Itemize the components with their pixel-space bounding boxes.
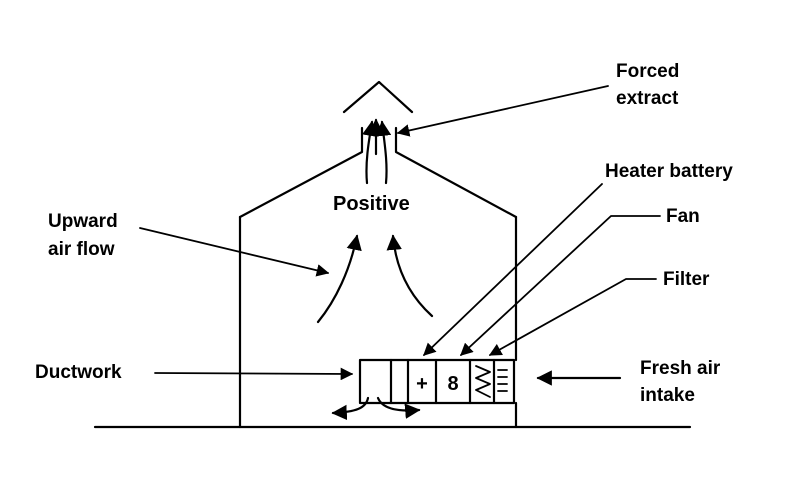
filter-symbol: [475, 365, 491, 398]
leader-filter: [488, 278, 657, 356]
leader-upward-air-flow: [139, 227, 330, 277]
building-outline: [238, 126, 518, 429]
air-handling-unit: + 8: [358, 358, 516, 405]
leader-forced-extract: [396, 85, 609, 137]
fan-symbol: 8: [447, 373, 458, 395]
label-ductwork: Ductwork: [35, 362, 122, 383]
roof-cowl: [342, 80, 414, 114]
leader-ductwork: [154, 367, 354, 381]
label-fresh-air-intake-line2: intake: [640, 385, 695, 406]
leader-fan: [460, 215, 661, 356]
label-filter: Filter: [663, 269, 710, 290]
leader-heater-battery: [423, 183, 603, 356]
intake-louvres: [497, 369, 508, 392]
label-upward-air-flow-line1: Upward: [48, 211, 118, 232]
upward-airflow-arrows: [316, 234, 434, 324]
label-heater-battery: Heater battery: [605, 161, 733, 182]
label-positive: Positive: [333, 193, 410, 215]
label-upward-air-flow-line2: air flow: [48, 239, 115, 260]
label-fan: Fan: [666, 206, 700, 227]
label-forced-extract-line1: Forced: [616, 61, 679, 82]
supply-outlet-arrows: [331, 396, 421, 421]
extract-airflow-arrows: [362, 118, 392, 185]
label-fresh-air-intake-line1: Fresh air: [640, 358, 721, 379]
label-forced-extract-line2: extract: [616, 88, 679, 109]
heater-battery-symbol: +: [416, 373, 428, 395]
